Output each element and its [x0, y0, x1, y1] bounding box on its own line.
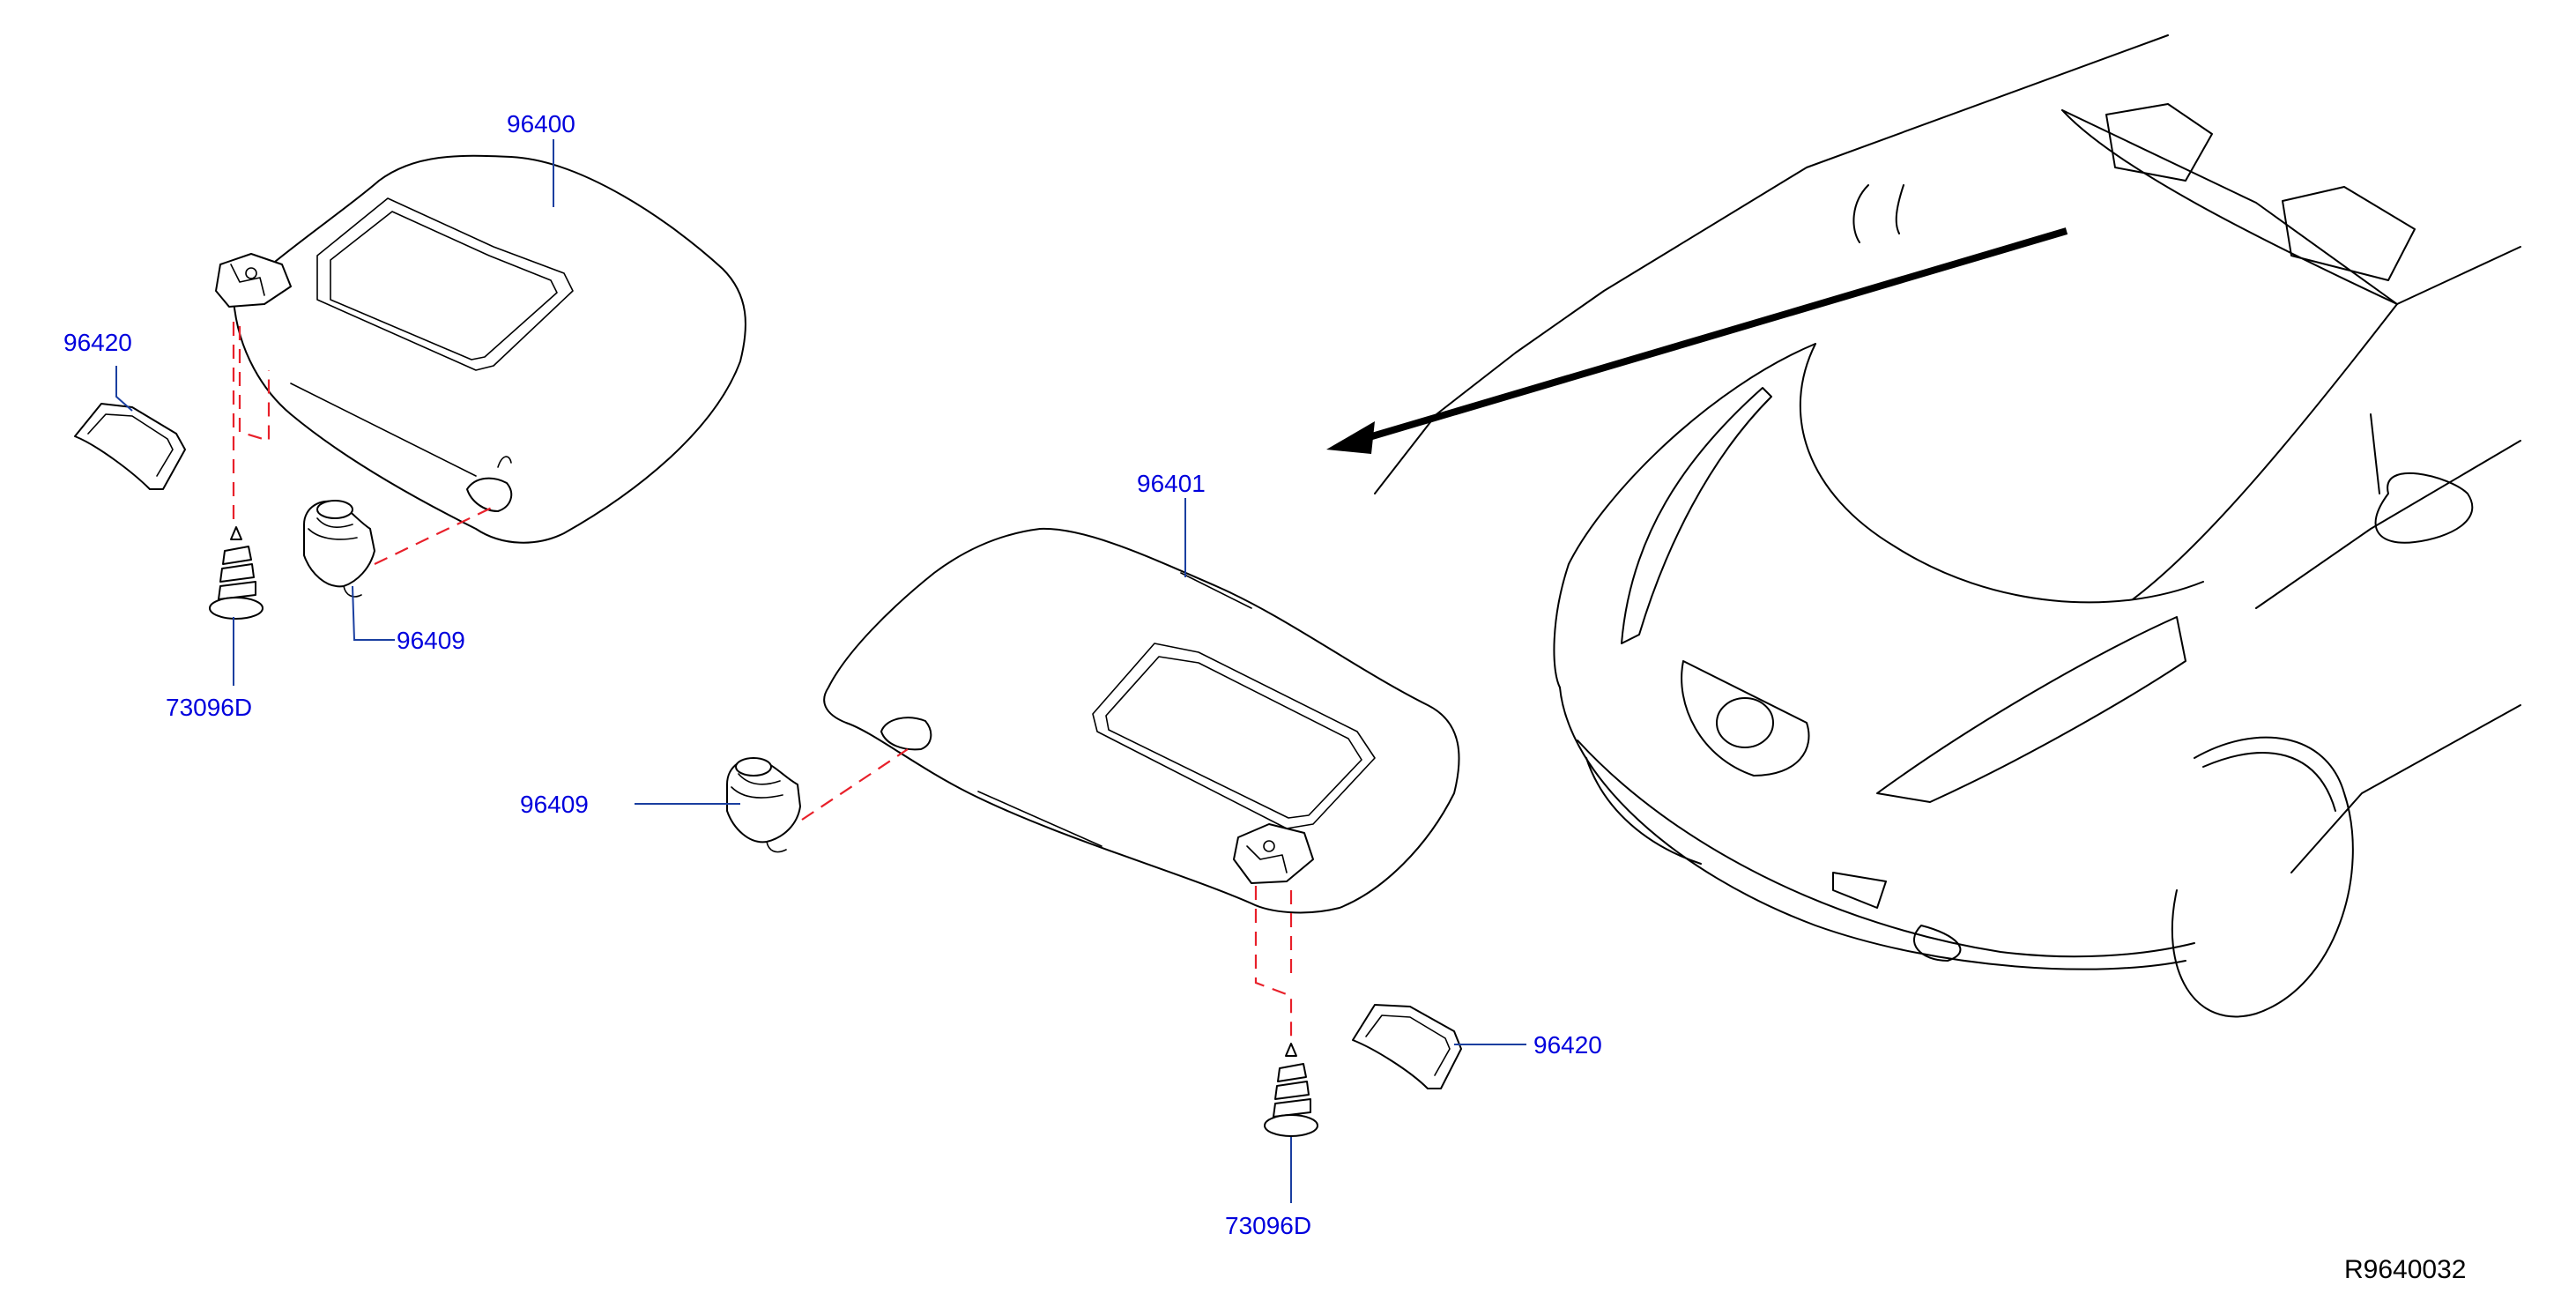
callout-clip-left: 96409 [397, 627, 465, 654]
vehicle-outline [1374, 34, 2521, 1018]
callout-screw-right: 73096D [1225, 1212, 1311, 1239]
sun-visor-right [823, 527, 1460, 914]
callout-screw-left: 73096D [166, 694, 252, 721]
location-arrow [1326, 227, 2068, 454]
visor-holder-right [1352, 1004, 1462, 1089]
hidden-lines-right [801, 748, 1293, 1040]
callout-holder-left: 96420 [63, 329, 132, 356]
diagram-id: R9640032 [2344, 1255, 2466, 1284]
callout-visor-left: 96400 [507, 110, 575, 137]
hidden-lines-left [232, 322, 494, 565]
callout-clip-right: 96409 [520, 791, 589, 818]
callout-holder-right: 96420 [1533, 1031, 1602, 1059]
screw-left [209, 526, 264, 620]
callout-visor-right: 96401 [1137, 470, 1206, 497]
visor-holder-left [74, 403, 186, 490]
visor-clip-right [726, 757, 801, 853]
screw-right [1264, 1043, 1318, 1137]
sun-visor-left [215, 154, 746, 544]
leader-lines-right [635, 498, 1526, 1203]
leader-lines-left [115, 139, 554, 686]
visor-clip-left [303, 500, 375, 598]
